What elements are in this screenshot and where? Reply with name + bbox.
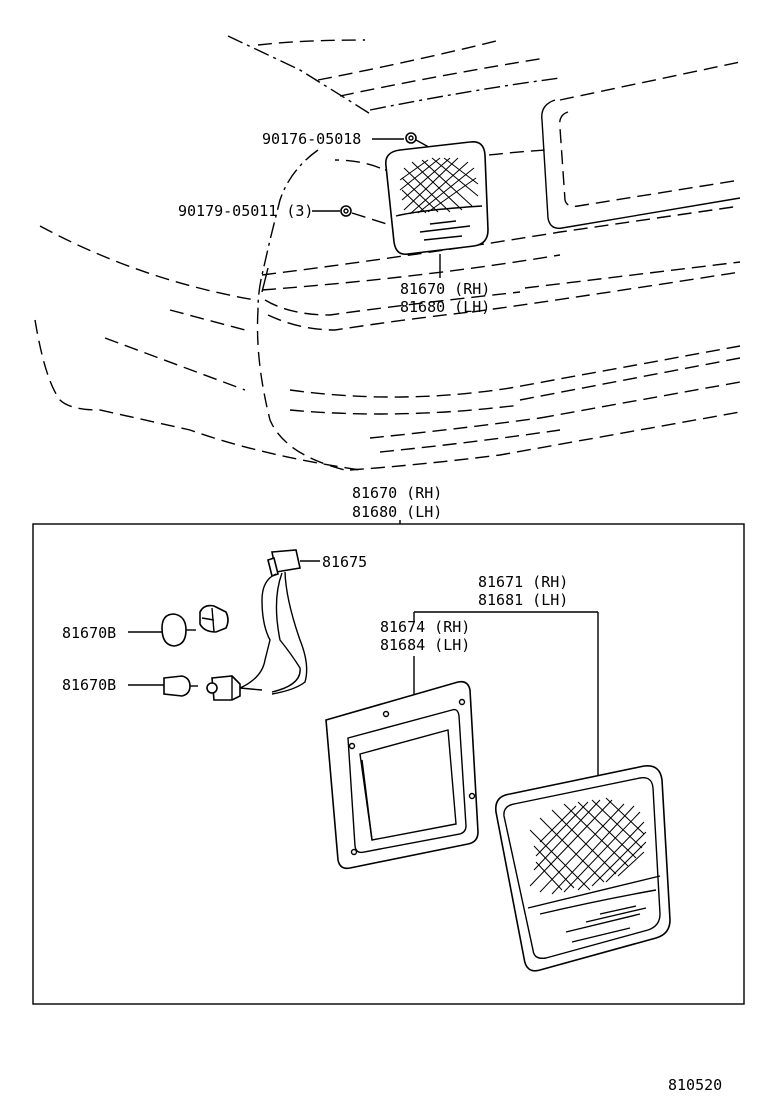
label-lens-lh: 81681 (LH) (478, 591, 568, 609)
label-bulb-2: 81670B (62, 676, 116, 694)
bulb-small-icon (163, 675, 198, 697)
label-gasket-lh: 81684 (LH) (380, 636, 470, 654)
leader-nut-dashed (415, 139, 435, 151)
label-box-rh: 81670 (RH) (352, 484, 442, 502)
label-lens-rh: 81671 (RH) (478, 573, 568, 591)
label-box-lh: 81680 (LH) (352, 503, 442, 521)
clip-icon (340, 205, 352, 217)
label-lamp-rh: 81670 (RH) (400, 280, 490, 298)
vehicle-outline (34, 35, 741, 471)
exploded-view-frame (32, 523, 745, 1005)
socket-wire-icon (199, 549, 308, 701)
label-nut-part-number: 90176-05018 (262, 130, 361, 148)
leader-clip-dashed (351, 212, 391, 226)
label-lamp-lh: 81680 (LH) (400, 298, 490, 316)
label-bulb-1: 81670B (62, 624, 116, 642)
nut-icon (405, 132, 417, 144)
lens-icon (494, 764, 671, 972)
bulb-icon (161, 613, 196, 647)
gasket-icon (325, 680, 479, 870)
label-clip-part-number: 90179-05011 (3) (178, 202, 313, 220)
lamp-assembly-installed (384, 140, 489, 256)
diagram-reference-number: 810520 (668, 1076, 722, 1094)
leader-lens (413, 611, 599, 776)
label-gasket-rh: 81674 (RH) (380, 618, 470, 636)
label-socket-wire: 81675 (322, 553, 367, 571)
